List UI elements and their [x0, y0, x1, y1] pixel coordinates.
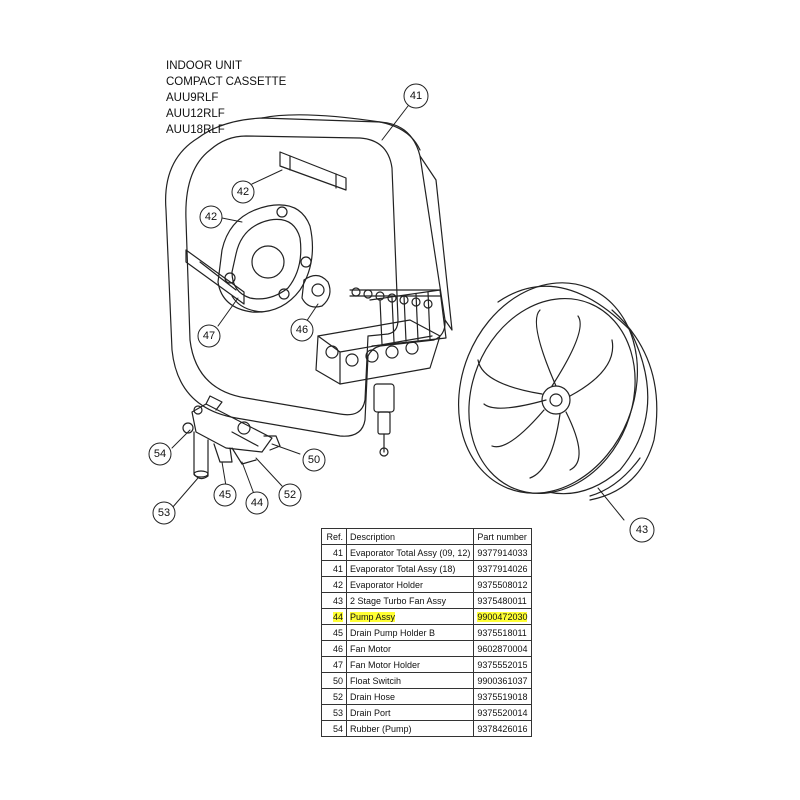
cell-ref: 41 [321, 560, 347, 577]
cell-part-number: 9375520014 [473, 704, 533, 721]
header-ref: Ref. [321, 528, 347, 545]
table-row: 47 Fan Motor Holder 9375552015 [321, 656, 533, 673]
fan-motor-holder [217, 204, 314, 313]
cell-ref: 50 [321, 672, 347, 689]
cell-part-number: 9900472030 [473, 608, 533, 625]
table-row: 43 2 Stage Turbo Fan Assy 9375480011 [321, 592, 533, 609]
table-header-row: Ref. Description Part number [321, 528, 533, 545]
cell-description: Evaporator Holder [345, 576, 475, 593]
cell-description: Drain Port [345, 704, 475, 721]
cell-part-number: 9375519018 [473, 688, 533, 705]
callout-42-left: 42 [205, 211, 217, 223]
highlight-ref: 44 [332, 611, 343, 622]
table-row: 52 Drain Hose 9375519018 [321, 688, 533, 705]
cell-ref: 46 [321, 640, 347, 657]
callout-45: 45 [219, 489, 231, 501]
turbo-fan [457, 282, 658, 501]
header-line-3: AUU9RLF [166, 92, 219, 104]
header-part-number: Part number [473, 528, 533, 545]
callout-50: 50 [308, 454, 320, 466]
highlight-part-number: 9900472030 [477, 611, 528, 622]
cell-ref: 52 [321, 688, 347, 705]
model-header: INDOOR UNIT COMPACT CASSETTE AUU9RLF AUU… [166, 58, 286, 138]
highlight-description: Pump Assy [350, 611, 396, 622]
callout-labels: 41 42 42 47 46 43 54 50 53 45 44 52 [154, 90, 648, 536]
cell-description: Fan Motor Holder [345, 656, 475, 673]
evaporator-body [165, 114, 453, 437]
fan-motor [301, 274, 331, 308]
header-line-2: COMPACT CASSETTE [166, 76, 287, 88]
cell-part-number: 9375518011 [473, 624, 533, 641]
cell-description: Evaporator Total Assy (09, 12) [345, 544, 475, 561]
cell-ref: 54 [321, 720, 347, 737]
cell-ref: 43 [321, 592, 347, 609]
cell-description: Drain Hose [345, 688, 475, 705]
drain-pump-assembly [315, 319, 441, 457]
table-row: 41 Evaporator Total Assy (18) 9377914026 [321, 560, 533, 577]
cell-ref: 41 [321, 544, 347, 561]
table-row: 41 Evaporator Total Assy (09, 12) 937791… [321, 544, 533, 561]
cell-ref: 53 [321, 704, 347, 721]
header-line-4: AUU12RLF [166, 108, 225, 120]
callout-52: 52 [284, 489, 296, 501]
table-row-highlighted: 44 Pump Assy 9900472030 [321, 608, 533, 625]
cell-description: Evaporator Total Assy (18) [345, 560, 475, 577]
cell-part-number: 9375552015 [473, 656, 533, 673]
cell-part-number: 9375480011 [473, 592, 533, 609]
pump-assy [182, 395, 281, 480]
parts-table: Ref. Description Part number 41 Evaporat… [321, 528, 533, 737]
header-line-1: INDOOR UNIT [166, 60, 243, 72]
table-row: 53 Drain Port 9375520014 [321, 704, 533, 721]
callout-47: 47 [203, 330, 215, 342]
cell-part-number: 9377914026 [473, 560, 533, 577]
cell-description: Rubber (Pump) [345, 720, 475, 737]
cell-part-number: 9378426016 [473, 720, 533, 737]
callout-41: 41 [410, 90, 422, 102]
callout-46: 46 [296, 324, 308, 336]
table-row: 50 Float Switcih 9900361037 [321, 672, 533, 689]
callout-43: 43 [636, 524, 648, 536]
cell-ref: 47 [321, 656, 347, 673]
table-row: 54 Rubber (Pump) 9378426016 [321, 720, 533, 737]
cell-part-number: 9377914033 [473, 544, 533, 561]
cell-part-number: 9900361037 [473, 672, 533, 689]
leader-lines [171, 105, 625, 521]
cell-ref: 45 [321, 624, 347, 641]
cell-ref: 44 [321, 608, 347, 625]
header-line-5: AUU18RLF [166, 124, 225, 136]
cell-description: Pump Assy [345, 608, 475, 625]
callout-circles [148, 83, 655, 543]
table-row: 46 Fan Motor 9602870004 [321, 640, 533, 657]
cell-description: Float Switcih [345, 672, 475, 689]
cell-part-number: 9602870004 [473, 640, 533, 657]
callout-42-top: 42 [237, 186, 249, 198]
cell-ref: 42 [321, 576, 347, 593]
table-row: 45 Drain Pump Holder B 9375518011 [321, 624, 533, 641]
cell-part-number: 9375508012 [473, 576, 533, 593]
table-row: 42 Evaporator Holder 9375508012 [321, 576, 533, 593]
cell-description: Drain Pump Holder B [345, 624, 475, 641]
cell-description: Fan Motor [345, 640, 475, 657]
callout-44: 44 [251, 497, 263, 509]
callout-53: 53 [158, 507, 170, 519]
cell-description: 2 Stage Turbo Fan Assy [345, 592, 475, 609]
callout-54: 54 [154, 448, 166, 460]
header-description: Description [345, 528, 475, 545]
